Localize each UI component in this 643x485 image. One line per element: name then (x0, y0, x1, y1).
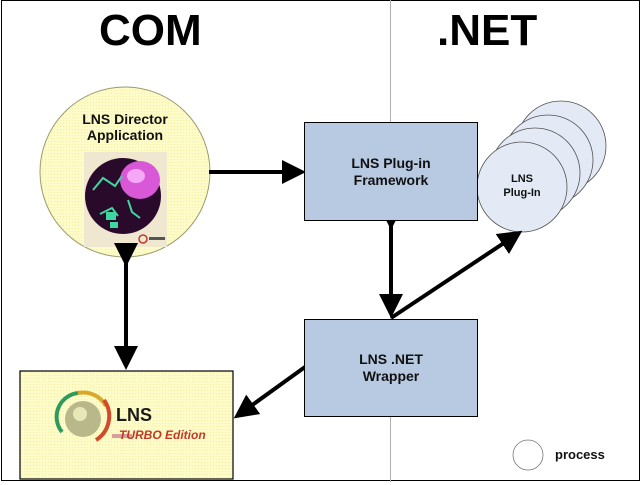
wrapper-line1: LNS .NET (359, 351, 423, 367)
framework-line2: Framework (353, 171, 429, 188)
director-line2: Application (86, 127, 164, 143)
director-label: LNS Director Application (60, 111, 190, 143)
net-heading: .NET (437, 6, 538, 55)
wrapper-line2: Wrapper (362, 368, 420, 384)
arrow-wrapper-to-plugin (389, 230, 523, 320)
turbo-logo-text: LNS (116, 405, 152, 425)
legend-process-icon (512, 439, 544, 471)
plugin-line2: Plug-In (503, 187, 541, 199)
director-app-icon (84, 152, 167, 247)
legend-process-label: process (555, 447, 605, 462)
framework-line1: LNS Plug-in (351, 154, 431, 171)
arrow-wrapper-to-turbo (233, 365, 307, 419)
framework-box: LNS Plug-in Framework (304, 122, 478, 221)
turbo-logo-icon (54, 390, 132, 442)
plugin-line1: LNS (511, 173, 533, 185)
wrapper-box: LNS .NET Wrapper (304, 319, 478, 417)
director-line1: LNS Director (82, 111, 168, 127)
turbo-edition-text: TURBO Edition (119, 428, 206, 442)
com-heading: COM (99, 6, 202, 55)
turbo-box (19, 370, 234, 480)
plugin-label: LNS Plug-In (482, 172, 562, 200)
